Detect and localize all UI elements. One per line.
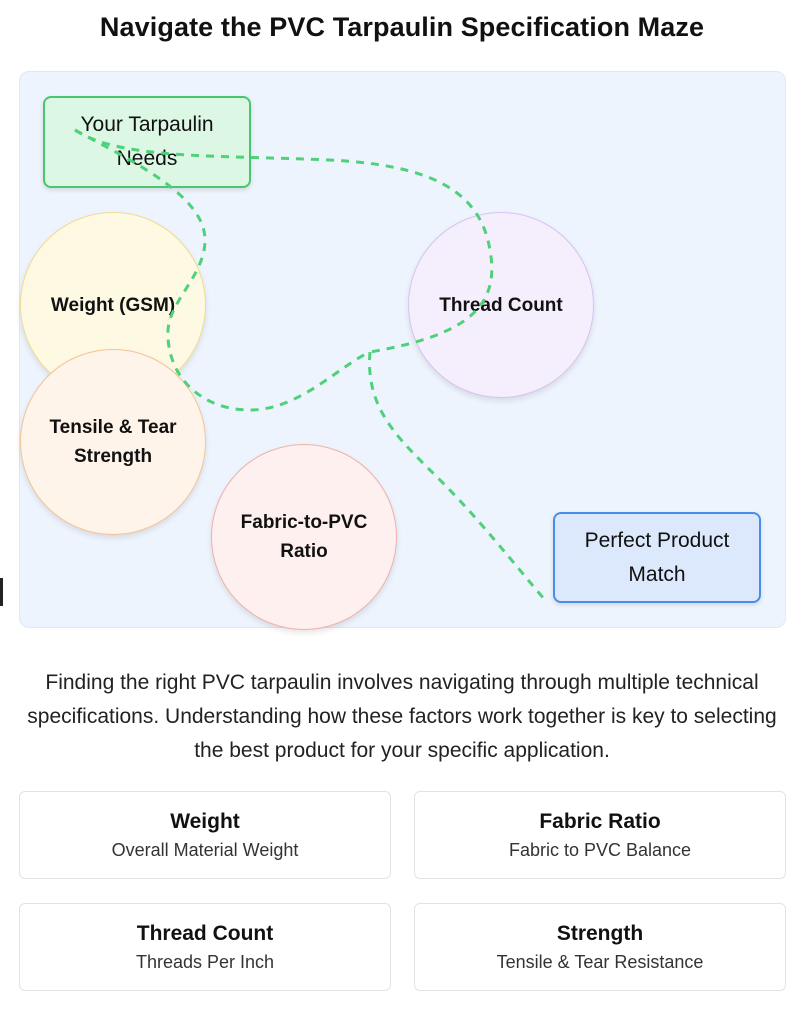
start-node-label: Your Tarpaulin Needs <box>80 113 214 170</box>
card-subtitle: Fabric to PVC Balance <box>508 840 692 860</box>
card-fabric-ratio: Fabric Ratio Fabric to PVC Balance <box>414 791 786 879</box>
start-node: Your Tarpaulin Needs <box>43 96 251 188</box>
scroll-marker <box>0 578 3 606</box>
card-subtitle: Threads Per Inch <box>135 952 275 972</box>
card-title: Strength <box>556 922 644 945</box>
node-tensile-strength: Tensile & Tear Strength <box>20 349 206 535</box>
node-fabric-ratio-label: Fabric-to-PVC Ratio <box>240 512 368 562</box>
card-title: Weight <box>170 810 240 833</box>
node-fabric-ratio: Fabric-to-PVC Ratio <box>211 444 397 630</box>
node-tensile-strength-label: Tensile & Tear Strength <box>49 417 177 467</box>
end-node: Perfect Product Match <box>553 512 761 603</box>
node-weight-label: Weight (GSM) <box>50 294 176 316</box>
card-strength: Strength Tensile & Tear Resistance <box>414 903 786 991</box>
card-subtitle: Tensile & Tear Resistance <box>496 952 704 972</box>
node-thread-count: Thread Count <box>408 212 594 398</box>
description-text: Finding the right PVC tarpaulin involves… <box>27 671 777 762</box>
card-title: Thread Count <box>136 922 274 945</box>
card-thread-count: Thread Count Threads Per Inch <box>19 903 391 991</box>
end-node-label: Perfect Product Match <box>584 528 730 586</box>
page-title: Navigate the PVC Tarpaulin Specification… <box>99 12 705 42</box>
card-title: Fabric Ratio <box>539 810 661 833</box>
node-thread-count-label: Thread Count <box>439 294 563 316</box>
card-weight: Weight Overall Material Weight <box>19 791 391 879</box>
card-subtitle: Overall Material Weight <box>111 840 299 860</box>
